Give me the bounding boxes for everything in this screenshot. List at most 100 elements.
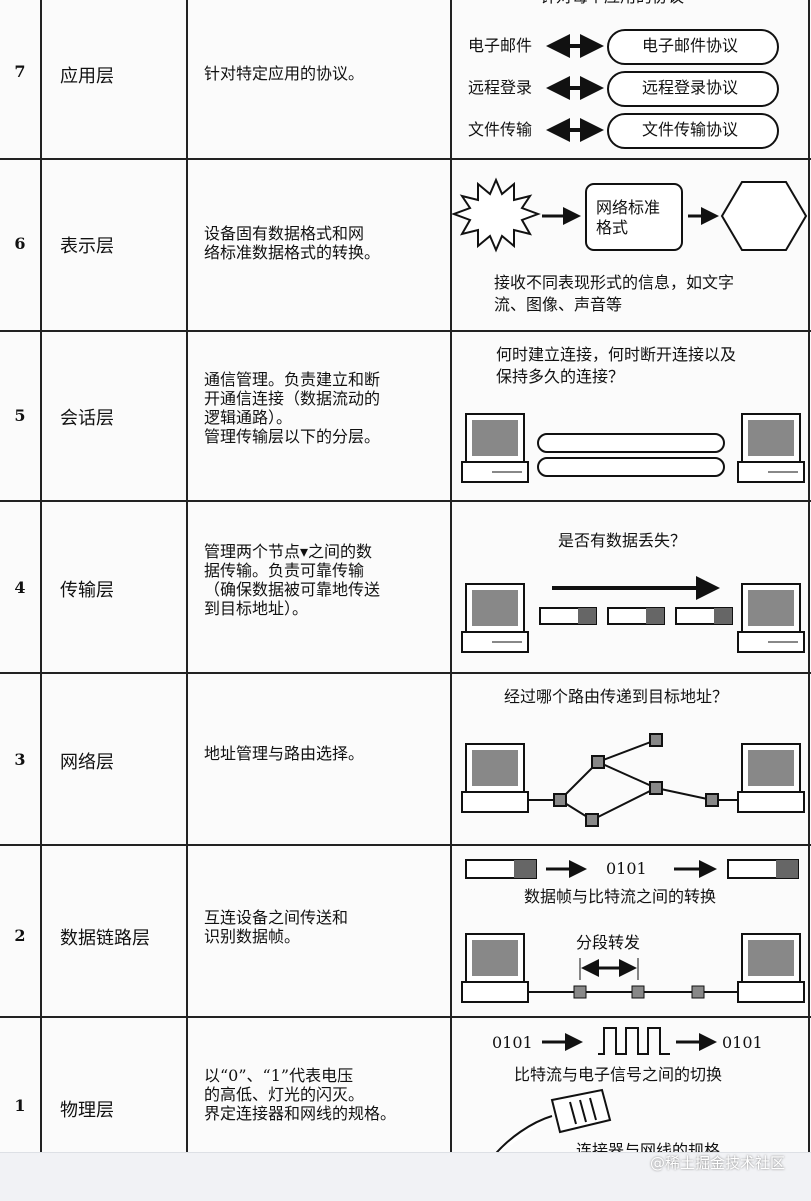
session-figure: 何时建立连接，何时断开连接以及 保持多久的连接？ (452, 332, 811, 500)
column-divider (186, 0, 188, 1152)
protocol-arrows (546, 29, 779, 149)
protocol-label: 电子邮件协议 (642, 36, 739, 55)
layer-name: 应用层 (60, 66, 114, 87)
application-figure: 针对每个应用的协议 电子邮件 电子邮件协议 远程登录 远程登录协议 文件传输 文… (452, 0, 811, 158)
network-figure: 经过哪个路由传递到目标地址？ (452, 674, 811, 844)
layer-row-session: 5 会话层 通信管理。负责建立和断 开通信连接（数据流动的 逻辑通路）。 管理传… (0, 332, 811, 502)
layer-row-network: 3 网络层 地址管理与路由选择。 经过哪个路由传递到目标地址？ (0, 674, 811, 846)
box-line: 格式 (596, 218, 629, 237)
figure-caption: 数据帧与比特流之间的转换 (524, 887, 717, 906)
figure-caption: 接收不同表现形式的信息，如文字 流、图像、声音等 (494, 272, 734, 316)
layer-name: 表示层 (60, 236, 114, 257)
layer-number: 5 (14, 406, 26, 425)
desc-line: 到目标地址）。 (204, 599, 309, 618)
layer-name: 传输层 (60, 580, 114, 601)
layer-row-transport: 4 传输层 管理两个节点▾之间的数 据传输。负责可靠传输 （确保数据被可靠地传送… (0, 502, 811, 674)
box-line: 网络标准 (596, 198, 661, 217)
page-footer-bar (0, 1152, 811, 1201)
computer-icon (737, 413, 805, 483)
layer-name: 会话层 (60, 408, 114, 429)
figure-caption: 连接器与网线的规格 (576, 1141, 721, 1152)
figure-caption: 针对每个应用的协议 (540, 0, 684, 8)
desc-line: 地址管理与路由选择。 (204, 744, 365, 763)
data-segment (607, 607, 665, 625)
computer-icon (461, 933, 529, 1003)
desc-line: 通信管理。负责建立和断 (204, 370, 381, 389)
data-segment (539, 607, 597, 625)
layer-description: 地址管理与路由选择。 (204, 744, 434, 763)
layer-name: 数据链路层 (60, 928, 150, 949)
app-label: 文件传输 (468, 120, 533, 139)
layer-number: 4 (14, 578, 26, 597)
session-pipe (537, 433, 725, 477)
square-wave-icon (598, 1027, 670, 1055)
column-divider (808, 0, 810, 1152)
computer-icon (461, 413, 529, 483)
layer-row-physical: 1 物理层 以“0”、“1”代表电压 的高低、灯光的闪灭。 界定连接器和网线的规… (0, 1018, 811, 1152)
desc-line: 管理传输层以下的分层。 (204, 427, 381, 446)
layer-number: 6 (14, 234, 26, 253)
caption-line: 流、图像、声音等 (494, 295, 623, 314)
hexagon-icon (720, 181, 808, 251)
desc-line: 以“0”、“1”代表电压 (204, 1066, 354, 1085)
layer-description: 针对特定应用的协议。 (204, 64, 434, 83)
layer-description: 通信管理。负责建立和断 开通信连接（数据流动的 逻辑通路）。 管理传输层以下的分… (204, 370, 434, 446)
layer-description: 管理两个节点▾之间的数 据传输。负责可靠传输 （确保数据被可靠地传送 到目标地址… (204, 542, 434, 618)
computer-icon (737, 583, 805, 653)
computer-icon (461, 743, 529, 813)
standard-format-box (585, 183, 683, 251)
bits-label: 0101 (606, 859, 647, 878)
desc-line: 设备固有数据格式和网 (204, 224, 365, 243)
datalink-figure: 0101 数据帧与比特流之间的转换 分段转发 (452, 846, 811, 1016)
desc-line: 络标准数据格式的转换。 (204, 243, 381, 262)
desc-line: 界定连接器和网线的规格。 (204, 1104, 397, 1123)
watermark: @稀土掘金技术社区 (649, 1154, 785, 1172)
rj45-connector-icon (495, 1088, 612, 1152)
desc-line: 识别数据帧。 (204, 927, 301, 946)
app-label: 电子邮件 (468, 36, 533, 55)
figure-caption: 何时建立连接，何时断开连接以及 保持多久的连接？ (496, 344, 736, 388)
box-label: 网络标准 格式 (596, 198, 660, 238)
figure-caption: 比特流与电子信号之间的切换 (514, 1065, 723, 1084)
layer-number: 3 (14, 750, 26, 769)
desc-line: 逻辑通路）。 (204, 408, 293, 427)
layer-row-datalink: 2 数据链路层 互连设备之间传送和 识别数据帧。 (0, 846, 811, 1018)
layer-row-presentation: 6 表示层 设备固有数据格式和网 络标准数据格式的转换。 网络标准 格式 接收不… (0, 160, 811, 332)
protocol-label: 文件传输协议 (642, 120, 739, 139)
layer-number: 2 (14, 926, 26, 945)
layer-name: 网络层 (60, 752, 114, 773)
column-divider (450, 0, 452, 1152)
computer-icon (737, 743, 805, 813)
desc-line: 开通信连接（数据流动的 (204, 389, 381, 408)
physical-figure: 0101 0101 比特流与电子信号之间的切换 连接器与网线的规格 (452, 1018, 811, 1152)
app-label: 远程登录 (468, 78, 533, 97)
computer-icon (737, 933, 805, 1003)
layer-number: 7 (14, 62, 26, 81)
layer-row-application: 7 应用层 针对特定应用的协议。 针对每个应用的协议 电子邮件 电子邮件协议 远… (0, 0, 811, 160)
layer-description: 设备固有数据格式和网 络标准数据格式的转换。 (204, 224, 434, 262)
caption-line: 接收不同表现形式的信息，如文字 (494, 273, 735, 292)
layer-number: 1 (14, 1096, 26, 1115)
route-graph (528, 733, 742, 827)
desc-line: 互连设备之间传送和 (204, 908, 349, 927)
figure-caption: 经过哪个路由传递到目标地址？ (504, 687, 729, 706)
layer-description: 互连设备之间传送和 识别数据帧。 (204, 908, 434, 946)
desc-line: 据传输。负责可靠传输 (204, 561, 365, 580)
osi-table-scan: 7 应用层 针对特定应用的协议。 针对每个应用的协议 电子邮件 电子邮件协议 远… (0, 0, 811, 1152)
layer-name: 物理层 (60, 1100, 114, 1121)
transport-figure: 是否有数据丢失？ (452, 502, 811, 672)
caption-line: 保持多久的连接？ (496, 367, 625, 386)
desc-line: 的高低、灯光的闪灭。 (204, 1085, 365, 1104)
desc-line: （确保数据被可靠地传送 (204, 580, 381, 599)
caption-line: 何时建立连接，何时断开连接以及 (496, 345, 737, 364)
desc-line: 针对特定应用的协议。 (204, 64, 365, 83)
layer-description: 以“0”、“1”代表电压 的高低、灯光的闪灭。 界定连接器和网线的规格。 (204, 1066, 434, 1123)
computer-icon (461, 583, 529, 653)
desc-line: 管理两个节点▾之间的数 (204, 542, 373, 561)
segment-label: 分段转发 (576, 933, 641, 952)
bits-label: 0101 (722, 1033, 763, 1052)
bits-label: 0101 (492, 1033, 533, 1052)
burst-shape-icon (452, 177, 541, 253)
presentation-figure: 网络标准 格式 接收不同表现形式的信息，如文字 流、图像、声音等 (452, 160, 811, 330)
column-divider (40, 0, 42, 1152)
